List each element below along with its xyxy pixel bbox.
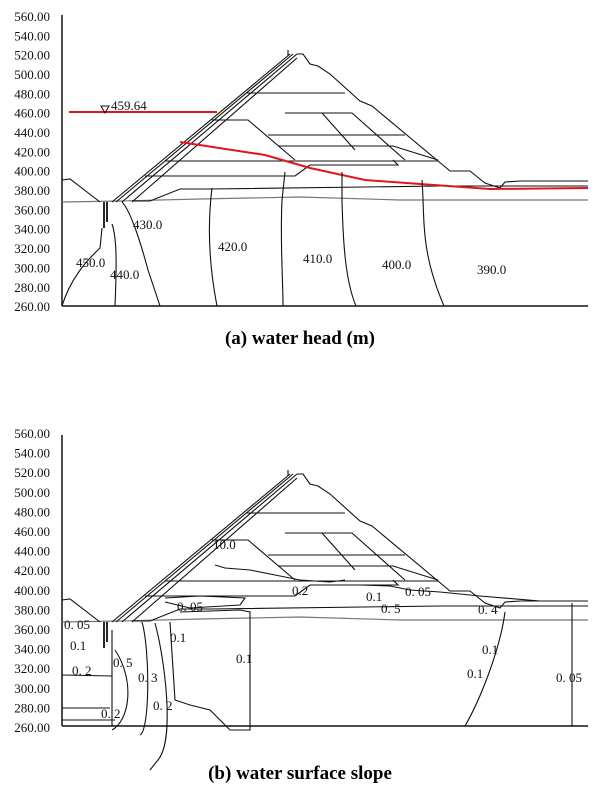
contour-label: 0. 2	[153, 698, 173, 713]
y-tick-label: 500.00	[14, 485, 50, 500]
y-axis-ticks-a: 560.00 540.00 520.00 500.00 480.00 460.00 440.…	[14, 9, 50, 314]
water-level-triangle-icon	[100, 105, 110, 115]
y-tick-label: 400.00	[14, 164, 50, 179]
contour-label: 0. 05	[405, 584, 431, 599]
contour-label: 0.1	[467, 666, 483, 681]
y-tick-label: 260.00	[14, 299, 50, 314]
phreatic-line	[179, 141, 589, 191]
contour-label: 0.1	[70, 638, 86, 653]
contour-label: 0.2	[292, 583, 308, 598]
y-tick-label: 560.00	[14, 9, 50, 24]
y-tick-label: 440.00	[14, 544, 50, 559]
y-tick-label: 320.00	[14, 661, 50, 676]
contour-label: 0. 4	[478, 602, 498, 617]
contour-label: 0.1	[366, 589, 382, 604]
caption-a: (a) water head (m)	[224, 328, 376, 349]
contour-label: 0. 05	[556, 670, 582, 685]
y-tick-label: 320.00	[14, 241, 50, 256]
contour-label: 390.0	[477, 262, 506, 277]
contour-label: 10.0	[213, 537, 236, 552]
y-tick-label: 340.00	[14, 222, 50, 237]
caption-b: (b) water surface slope	[208, 763, 392, 784]
y-tick-label: 360.00	[14, 202, 50, 217]
contour-label: 0.1	[170, 630, 186, 645]
y-tick-label: 500.00	[14, 67, 50, 82]
head-contours	[61, 171, 445, 307]
contour-label: 0.1	[482, 642, 498, 657]
y-tick-label: 460.00	[14, 524, 50, 539]
contour-label: 0.1	[236, 651, 252, 666]
y-tick-label: 480.00	[14, 504, 50, 519]
panel-a: 459.64 450.0 440.0 430.0 420.0 410.0 400…	[61, 14, 589, 307]
y-tick-label: 520.00	[14, 465, 50, 480]
contour-label: 400.0	[382, 257, 411, 272]
y-axis-ticks-b: 560.00 540.00 520.00 500.00 480.00 460.00 440.…	[14, 426, 50, 735]
contour-label: 0. 05	[64, 617, 90, 632]
y-tick-label: 380.00	[14, 183, 50, 198]
slope-contours	[61, 564, 573, 771]
contour-label: 0. 05	[177, 599, 203, 614]
y-tick-label: 380.00	[14, 602, 50, 617]
water-level-label: 459.64	[111, 98, 147, 113]
contour-label: 0. 5	[381, 601, 401, 616]
contour-label: 440.0	[110, 267, 139, 282]
y-tick-label: 460.00	[14, 106, 50, 121]
y-tick-label: 540.00	[14, 446, 50, 461]
contour-label: 0. 2	[72, 663, 92, 678]
y-tick-label: 420.00	[14, 563, 50, 578]
contour-label: 0. 3	[138, 670, 158, 685]
y-tick-label: 540.00	[14, 28, 50, 43]
contour-label: 0. 2	[101, 706, 121, 721]
y-tick-label: 520.00	[14, 48, 50, 63]
y-tick-label: 280.00	[14, 280, 50, 295]
y-tick-label: 400.00	[14, 583, 50, 598]
y-tick-label: 440.00	[14, 125, 50, 140]
contour-label: 410.0	[303, 251, 332, 266]
contour-label: 0. 5	[113, 655, 133, 670]
y-tick-label: 300.00	[14, 681, 50, 696]
panel-b: 10.0 0.2 0.1 0. 05 0. 5 0. 4 0. 05 0. 05…	[61, 434, 589, 771]
y-tick-label: 560.00	[14, 426, 50, 441]
y-tick-label: 300.00	[14, 260, 50, 275]
y-tick-label: 480.00	[14, 86, 50, 101]
y-tick-label: 280.00	[14, 700, 50, 715]
y-tick-label: 260.00	[14, 720, 50, 735]
y-tick-label: 340.00	[14, 642, 50, 657]
y-tick-label: 420.00	[14, 144, 50, 159]
y-tick-label: 360.00	[14, 622, 50, 637]
contour-label: 420.0	[218, 239, 247, 254]
contour-label: 450.0	[76, 255, 105, 270]
contour-label: 430.0	[133, 217, 162, 232]
